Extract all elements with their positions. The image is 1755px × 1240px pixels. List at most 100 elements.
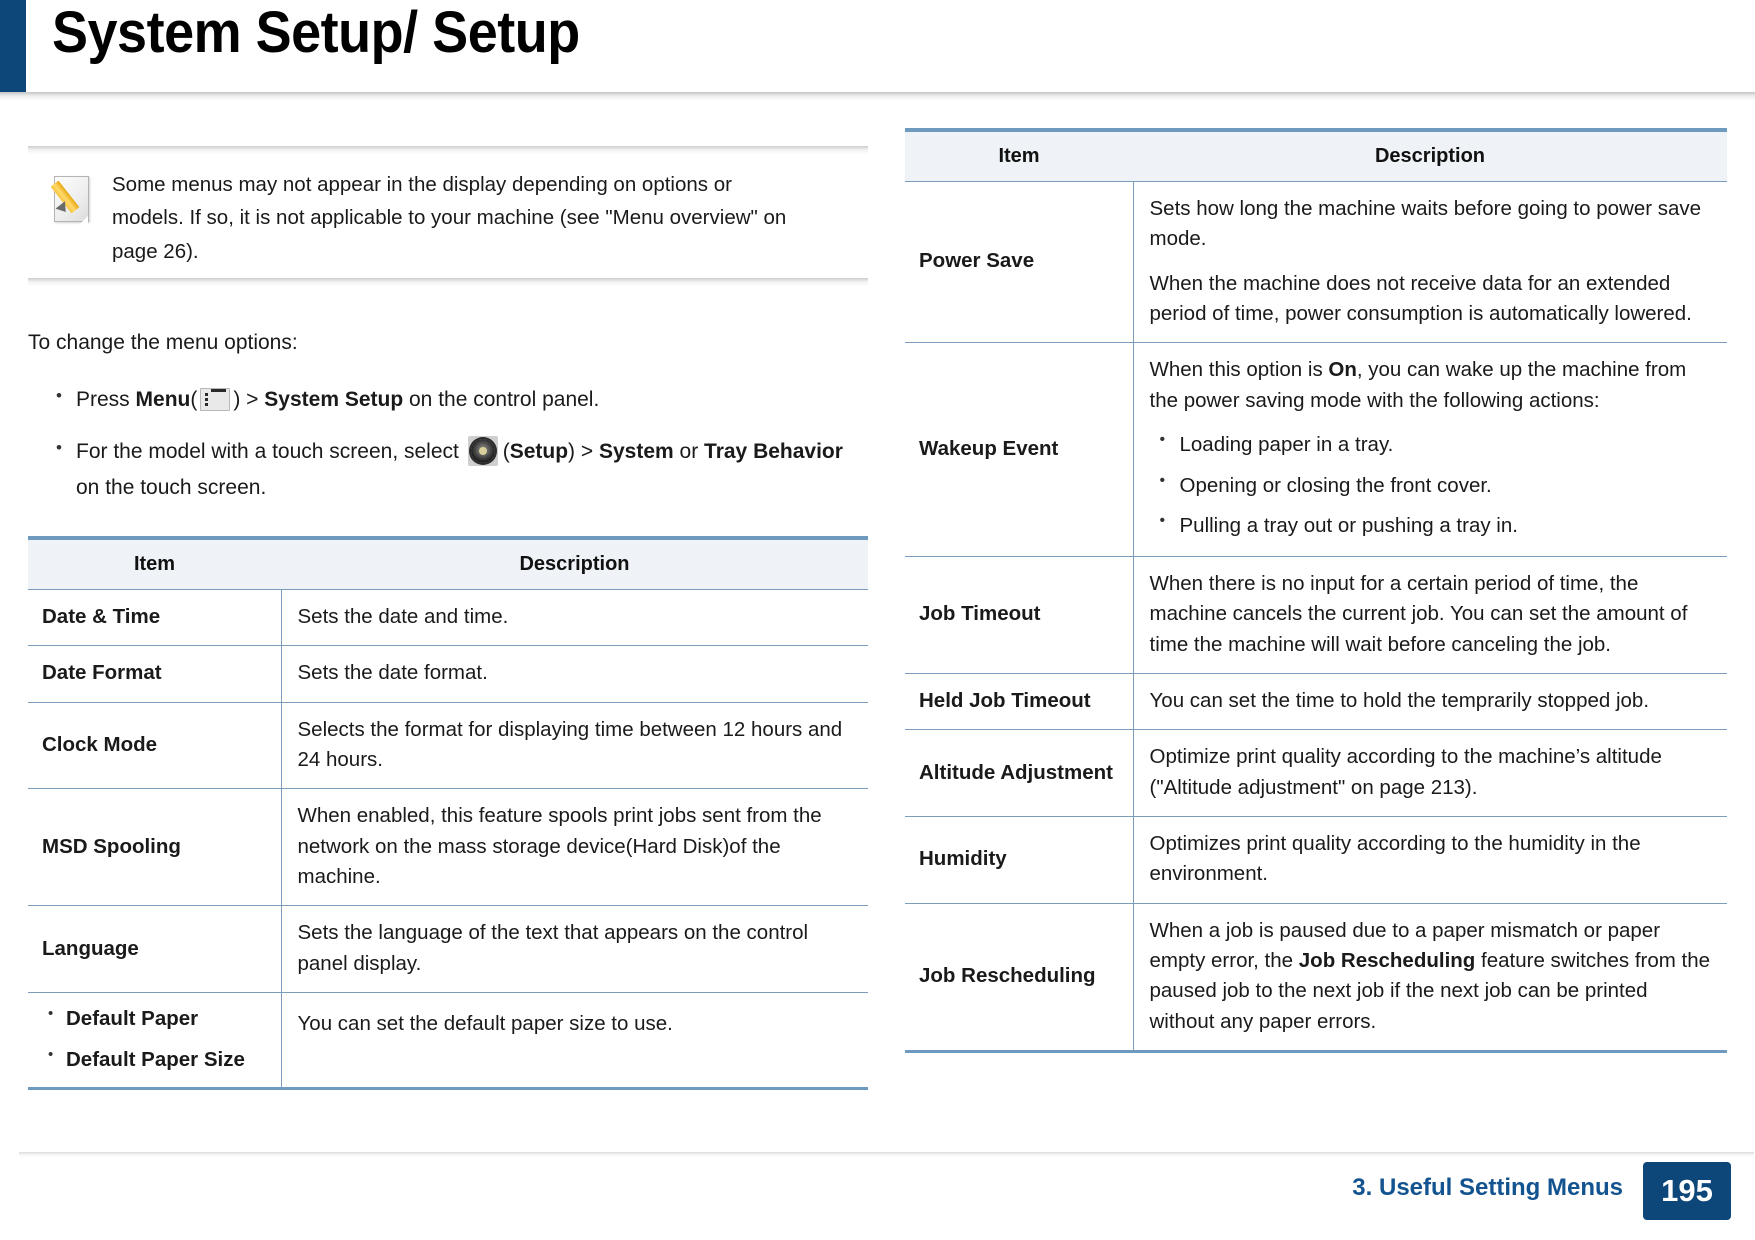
note-pencil-icon bbox=[48, 174, 94, 228]
row-item: Job Rescheduling bbox=[905, 903, 1134, 1054]
table-row: Date Format Sets the date format. bbox=[28, 645, 868, 703]
paren-open: ( bbox=[190, 387, 198, 411]
paren-close: ) bbox=[568, 439, 576, 463]
table-top-rule bbox=[28, 536, 868, 541]
table-row: Language Sets the language of the text t… bbox=[28, 905, 868, 994]
row-item: Humidity bbox=[905, 816, 1134, 904]
desc-pre: When a job is paused due to a paper mism… bbox=[1149, 918, 1661, 973]
left-column: Some menus may not appear in the display… bbox=[28, 128, 868, 1091]
description-paragraph: Sets how long the machine waits before g… bbox=[1149, 197, 1702, 251]
row-item: Power Save bbox=[905, 181, 1134, 344]
intro-lead: To change the menu options: bbox=[28, 331, 298, 355]
paren-close: ) bbox=[233, 387, 241, 411]
row-description: Sets the language of the text that appea… bbox=[281, 905, 868, 994]
row-description: When a job is paused due to a paper mism… bbox=[1133, 903, 1727, 1054]
note-text: Some menus may not appear in the display… bbox=[112, 173, 787, 263]
desc-post: , you can wake up the machine from the p… bbox=[1149, 358, 1687, 412]
bullet-text-pre: Press bbox=[76, 387, 136, 411]
list-item: Default Paper bbox=[42, 1003, 271, 1034]
page-number-badge: 195 bbox=[1643, 1162, 1731, 1220]
table-row: Job Rescheduling When a job is paused du… bbox=[905, 903, 1727, 1054]
intro-bullet-touchscreen: For the model with a touch screen, selec… bbox=[28, 433, 868, 506]
system-setup-table-left: Item Description Date & Time Sets the da… bbox=[28, 536, 868, 1091]
row-description: Sets the date and time. bbox=[281, 589, 868, 647]
wakeup-action-list: Loading paper in a tray. Opening or clos… bbox=[1150, 428, 1714, 541]
desc-post: feature switches from the paused job to … bbox=[1149, 949, 1711, 1033]
bullet-bold-setup: Setup bbox=[509, 439, 569, 463]
page-header: System Setup/ Setup bbox=[0, 0, 1755, 101]
table-row: Date & Time Sets the date and time. bbox=[28, 589, 868, 647]
list-item: Loading paper in a tray. bbox=[1150, 428, 1714, 460]
row-description: Optimizes print quality according to the… bbox=[1133, 816, 1727, 904]
row-item: MSD Spooling bbox=[28, 788, 282, 907]
table-row: Wakeup Event When this option is On, you… bbox=[905, 342, 1727, 558]
row-description: When this option is On, you can wake up … bbox=[1133, 342, 1727, 558]
column-header-description: Description bbox=[1133, 132, 1727, 182]
header-accent-bar bbox=[0, 0, 26, 92]
row-item: Clock Mode bbox=[28, 702, 282, 790]
note-bottom-divider bbox=[28, 278, 868, 287]
setup-gear-icon bbox=[467, 435, 498, 466]
note-top-divider bbox=[28, 146, 868, 154]
table-row: Power Save Sets how long the machine wai… bbox=[905, 181, 1727, 344]
bullet-text-pre: For the model with a touch screen, selec… bbox=[76, 439, 465, 463]
row-description: Sets the date format. bbox=[281, 645, 868, 703]
description-paragraph: When the machine does not receive data f… bbox=[1149, 271, 1692, 325]
row-item: Job Timeout bbox=[905, 556, 1134, 675]
row-item: Held Job Timeout bbox=[905, 673, 1134, 731]
bullet-bold-system-setup: System Setup bbox=[264, 387, 404, 411]
table-row: Clock Mode Selects the format for displa… bbox=[28, 702, 868, 790]
row-description: You can set the time to hold the temprar… bbox=[1133, 673, 1727, 731]
system-setup-table-right: Item Description Power Save Sets how lon… bbox=[905, 128, 1727, 1054]
menu-icon bbox=[200, 387, 231, 411]
page-title: System Setup/ Setup bbox=[52, 0, 580, 65]
row-description: Optimize print quality according to the … bbox=[1133, 729, 1727, 818]
row-description: Selects the format for displaying time b… bbox=[281, 702, 868, 790]
bullet-bold-menu: Menu bbox=[135, 387, 191, 411]
row-item: Wakeup Event bbox=[905, 342, 1134, 558]
column-header-item: Item bbox=[905, 132, 1133, 182]
intro-bullet-menu: Press Menu() > System Setup on the contr… bbox=[28, 381, 868, 418]
row-item-bullet-list: Default Paper Default Paper Size bbox=[42, 1003, 271, 1075]
bullet-sep: > bbox=[575, 439, 599, 463]
row-item: Altitude Adjustment bbox=[905, 729, 1134, 818]
list-item: Default Paper Size bbox=[42, 1044, 271, 1075]
footer-divider bbox=[19, 1152, 1754, 1158]
table-row: Altitude Adjustment Optimize print quali… bbox=[905, 729, 1727, 818]
table-top-rule bbox=[905, 128, 1727, 132]
list-item: Opening or closing the front cover. bbox=[1150, 469, 1714, 501]
right-column: Item Description Power Save Sets how lon… bbox=[905, 128, 1727, 1054]
description-paragraph: When this option is On, you can wake up … bbox=[1150, 355, 1714, 416]
row-item: Language bbox=[28, 905, 282, 994]
row-item: Default Paper Default Paper Size bbox=[28, 992, 282, 1091]
table-row: MSD Spooling When enabled, this feature … bbox=[28, 788, 868, 907]
header-divider bbox=[0, 92, 1755, 101]
row-description: When there is no input for a certain per… bbox=[1133, 556, 1727, 675]
column-header-item: Item bbox=[28, 540, 281, 591]
bullet-bold-tray-behavior: Tray Behavior bbox=[704, 439, 843, 463]
table-row: Held Job Timeout You can set the time to… bbox=[905, 673, 1727, 731]
list-item: Pulling a tray out or pushing a tray in. bbox=[1150, 509, 1714, 541]
table-row: Humidity Optimizes print quality accordi… bbox=[905, 816, 1727, 904]
note-callout: Some menus may not appear in the display… bbox=[28, 128, 868, 300]
row-item: Date & Time bbox=[28, 589, 282, 647]
bullet-bold-system: System bbox=[598, 439, 674, 463]
page-footer: 3. Useful Setting Menus 195 bbox=[0, 1152, 1755, 1220]
footer-section-label: 3. Useful Setting Menus bbox=[1352, 1174, 1623, 1201]
row-description: You can set the default paper size to us… bbox=[281, 992, 868, 1091]
bullet-text-post: on the control panel. bbox=[403, 387, 600, 411]
desc-bold-job-rescheduling: Job Rescheduling bbox=[1298, 949, 1476, 973]
bullet-text-post: on the touch screen. bbox=[76, 476, 267, 500]
paren-open: ( bbox=[502, 439, 510, 463]
row-description: Sets how long the machine waits before g… bbox=[1133, 181, 1727, 344]
desc-pre: When this option is bbox=[1149, 358, 1329, 382]
column-header-description: Description bbox=[281, 540, 868, 591]
row-item: Date Format bbox=[28, 645, 282, 703]
desc-bold-on: On bbox=[1328, 358, 1357, 382]
intro-bullet-list: Press Menu() > System Setup on the contr… bbox=[28, 381, 868, 506]
table-row: Default Paper Default Paper Size You can… bbox=[28, 992, 868, 1091]
row-description: When enabled, this feature spools print … bbox=[281, 788, 868, 907]
table-row: Job Timeout When there is no input for a… bbox=[905, 556, 1727, 675]
bullet-mid: or bbox=[673, 439, 705, 463]
bullet-sep: > bbox=[240, 387, 265, 411]
